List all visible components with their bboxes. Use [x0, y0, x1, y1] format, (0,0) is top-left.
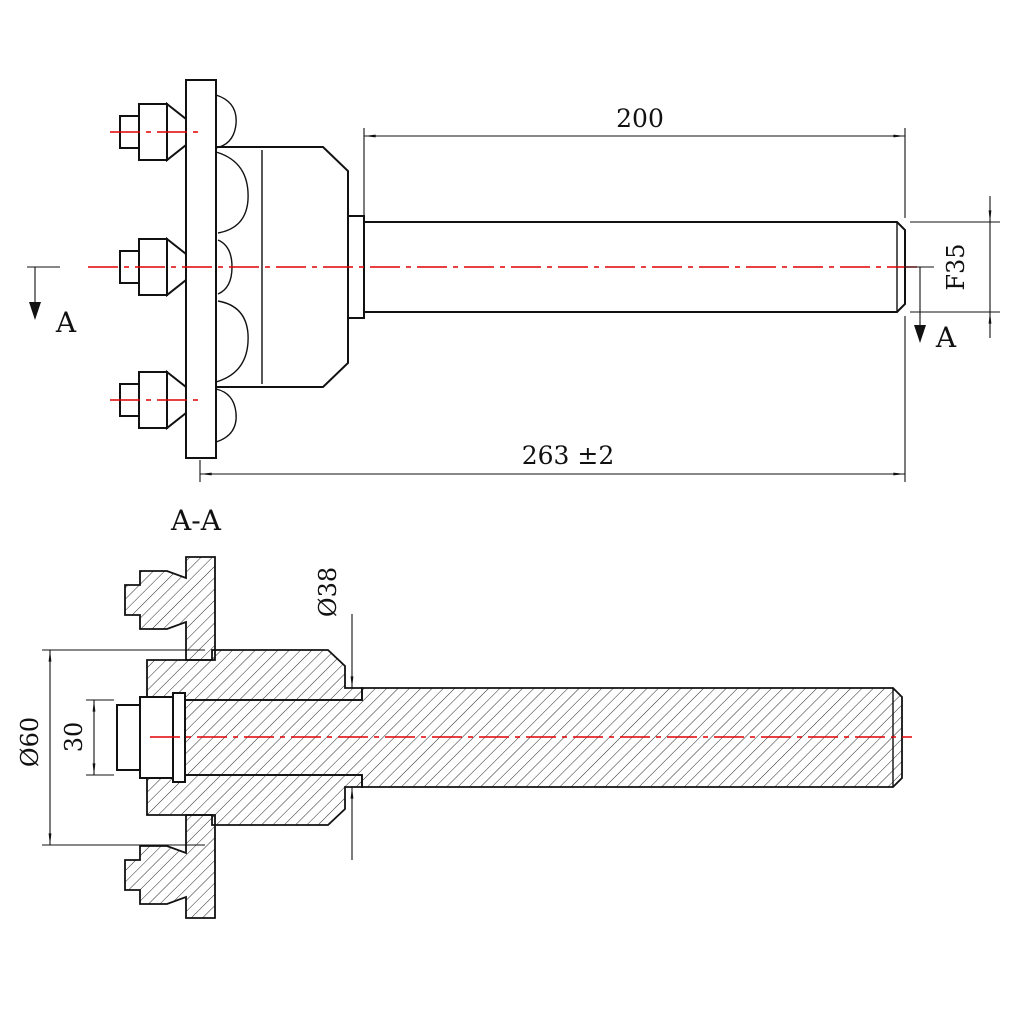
- dimension-200-label: 200: [616, 104, 664, 133]
- dimension-dia60-label: Ø60: [16, 717, 44, 767]
- flange-arm-top: [124, 556, 216, 661]
- dimension-30-label: 30: [60, 722, 88, 753]
- section-marker-right: A: [904, 266, 957, 354]
- dimension-200: 200: [363, 104, 906, 218]
- stud-cone: [166, 236, 187, 298]
- dimension-dia38: Ø38: [314, 567, 354, 860]
- side-view: 200 263 ±2 F35 A: [27, 79, 1000, 482]
- flange-scallop-bottom-outer: [215, 388, 237, 443]
- dimension-263-label: 263 ±2: [522, 441, 615, 470]
- flange-arm-bottom: [124, 814, 216, 919]
- dimension-263: 263 ±2: [199, 316, 906, 482]
- section-label-left: A: [55, 306, 77, 339]
- section-label-right: A: [935, 321, 957, 354]
- dimension-30: 30: [60, 699, 114, 776]
- dimension-f35-label: F35: [942, 243, 970, 290]
- flange-scallop-top: [215, 151, 249, 234]
- section-arrow-icon: [29, 302, 41, 320]
- section-view: A-A Ø60 30: [16, 504, 912, 919]
- dimension-f35: F35: [910, 196, 1000, 338]
- flange-scallop-bottom: [215, 300, 249, 383]
- nut-hex-face: [116, 704, 141, 771]
- flange-scallop-top-outer: [215, 94, 237, 149]
- section-marker-left: A: [27, 266, 77, 339]
- dimension-dia60: Ø60: [16, 649, 205, 846]
- dimension-dia38-label: Ø38: [314, 567, 342, 617]
- hub-flange: [185, 79, 217, 459]
- section-arrow-icon: [914, 325, 926, 343]
- section-view-title: A-A: [170, 504, 222, 537]
